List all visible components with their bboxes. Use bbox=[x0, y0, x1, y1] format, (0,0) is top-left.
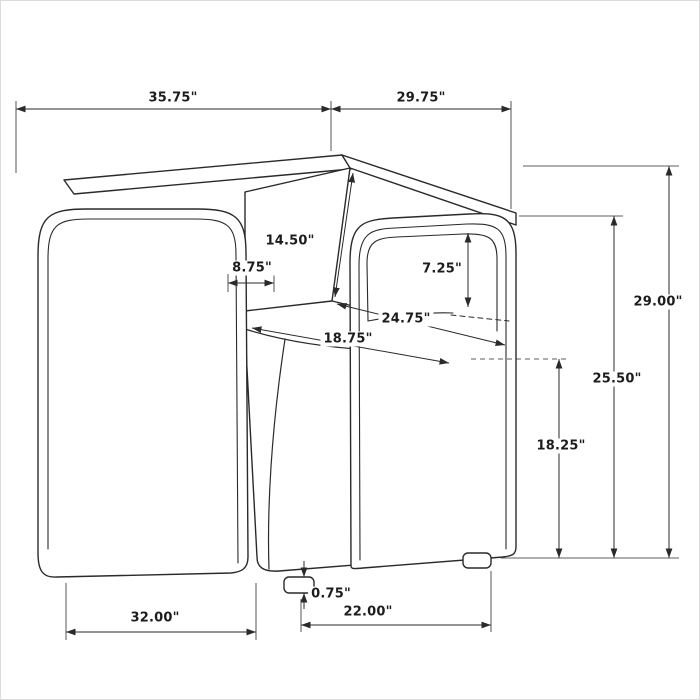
dim-label-seat-depth: 24.75" bbox=[378, 311, 434, 327]
right-arm-inner-opening bbox=[366, 233, 498, 332]
dim-label-arm-height: 25.50" bbox=[589, 371, 645, 387]
dim-label-arm-thickness: 8.75" bbox=[229, 260, 275, 276]
dim-label-base-depth: 32.00" bbox=[127, 610, 183, 626]
base-corner-seam bbox=[267, 338, 286, 570]
dim-label-foot-height: 0.75" bbox=[308, 586, 354, 602]
dim-label-back-height: 14.50" bbox=[262, 233, 318, 249]
front-foot bbox=[283, 576, 315, 594]
dim-label-seat-height: 18.25" bbox=[533, 438, 589, 454]
chair-drawing bbox=[37, 154, 517, 594]
right-foot bbox=[462, 552, 492, 569]
dimension-line-back-height bbox=[332, 172, 356, 298]
dim-label-inner-arm-height: 7.25" bbox=[419, 261, 465, 277]
left-arm-panel bbox=[37, 208, 249, 578]
dim-label-top-width: 35.75" bbox=[145, 90, 201, 106]
dim-label-overall-height: 29.00" bbox=[630, 294, 686, 310]
chair-back-right-edge bbox=[341, 154, 517, 226]
dim-label-top-depth: 29.75" bbox=[393, 90, 449, 106]
left-arm-seam bbox=[47, 218, 239, 564]
dim-label-seat-width: 18.75" bbox=[320, 331, 376, 347]
dim-label-base-width: 22.00" bbox=[340, 604, 396, 620]
right-arm-panel bbox=[349, 212, 517, 570]
right-arm-seam bbox=[358, 223, 507, 561]
